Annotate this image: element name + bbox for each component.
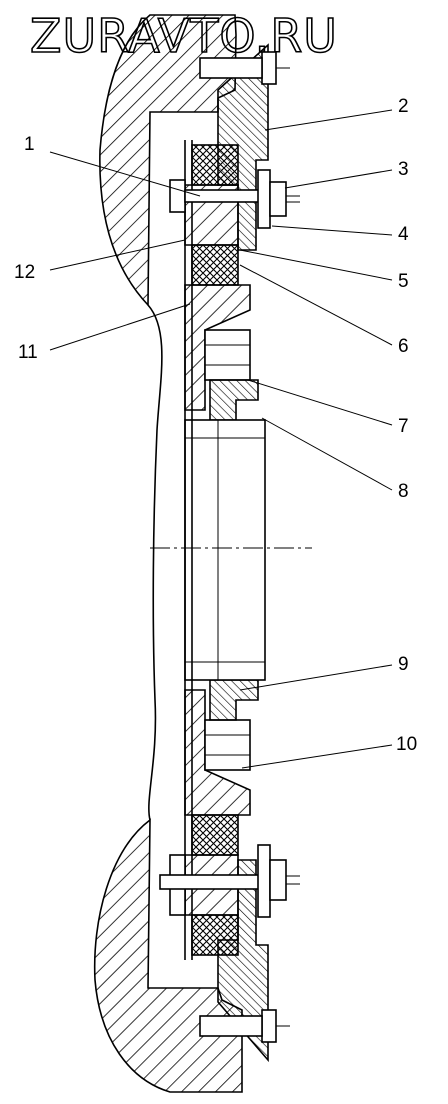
callout-12: 12 — [14, 262, 35, 283]
mount-bolt-top-shank — [199, 57, 263, 79]
callout-5: 5 — [398, 271, 409, 292]
housing-outline — [147, 304, 163, 821]
housing-top — [99, 14, 237, 307]
callout-2: 2 — [398, 96, 409, 117]
upper-nut — [269, 181, 287, 217]
callout-7: 7 — [398, 416, 409, 437]
hub-sleeve-lower — [209, 679, 259, 721]
central-shaft — [184, 419, 266, 681]
callout-4: 4 — [398, 224, 409, 245]
callout-3: 3 — [398, 159, 409, 180]
callout-11: 11 — [18, 342, 38, 363]
friction-block-upper-2 — [191, 244, 239, 286]
callout-1: 1 — [24, 134, 35, 155]
callout-8: 8 — [398, 481, 409, 502]
mount-bolt-bottom-shank — [199, 1015, 263, 1037]
mount-bolt-top-head — [261, 51, 277, 85]
damper-ring-lower — [204, 719, 251, 771]
lower-nut — [269, 859, 287, 901]
friction-block-lower-2 — [191, 914, 239, 956]
mount-bolt-bottom-head — [261, 1009, 277, 1043]
upper-nut-plate — [257, 169, 271, 229]
upper-bolt-head — [169, 179, 186, 213]
friction-block-upper-1 — [191, 144, 239, 186]
callout-9: 9 — [398, 654, 409, 675]
lower-nut-plate — [257, 844, 271, 918]
hub-sleeve-upper — [209, 379, 259, 421]
damper-ring-upper — [204, 329, 251, 381]
leader-lines — [49, 109, 393, 769]
callout-6: 6 — [398, 336, 409, 357]
upper-bolt-shank — [184, 189, 264, 203]
friction-block-lower-1 — [191, 814, 239, 856]
callout-10: 10 — [396, 734, 417, 755]
